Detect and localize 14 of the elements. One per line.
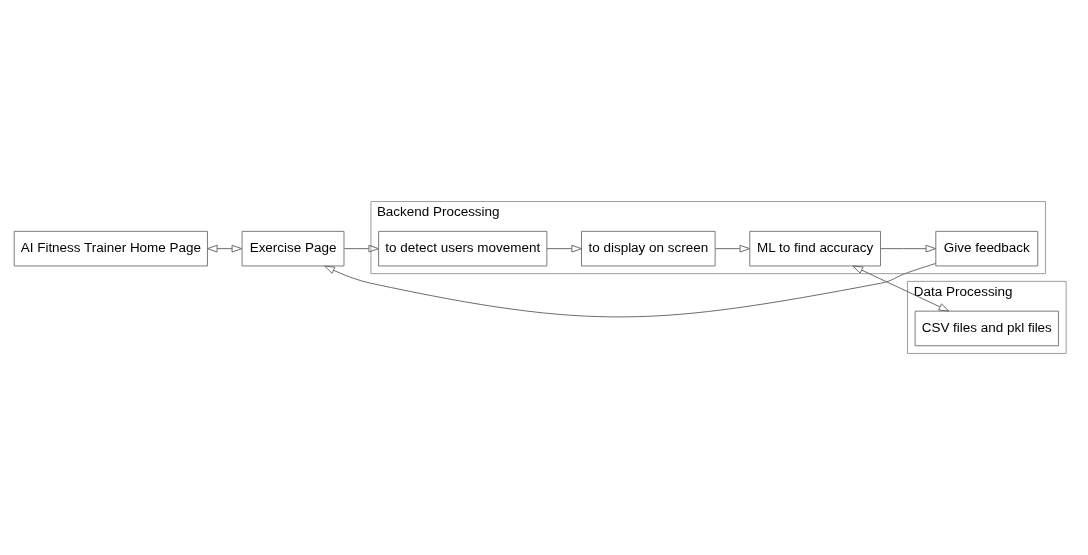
arrow: [714, 244, 751, 253]
node-box: Give feedback: [935, 230, 1039, 267]
arrow: [324, 263, 936, 318]
node-box: AI Fitness Trainer Home Page: [13, 230, 208, 267]
arrow: [546, 244, 582, 253]
node-box: CSV files and pkl files: [914, 310, 1059, 347]
arrow: [343, 244, 380, 253]
arrow: [207, 244, 243, 253]
node-box: to detect users movement: [378, 230, 548, 267]
node-box: ML to find accuracy: [749, 230, 881, 267]
arrow: [880, 244, 937, 253]
arrow: [852, 265, 950, 312]
node-box: Exercise Page: [241, 230, 345, 267]
node-box: to display on screen: [581, 230, 716, 267]
